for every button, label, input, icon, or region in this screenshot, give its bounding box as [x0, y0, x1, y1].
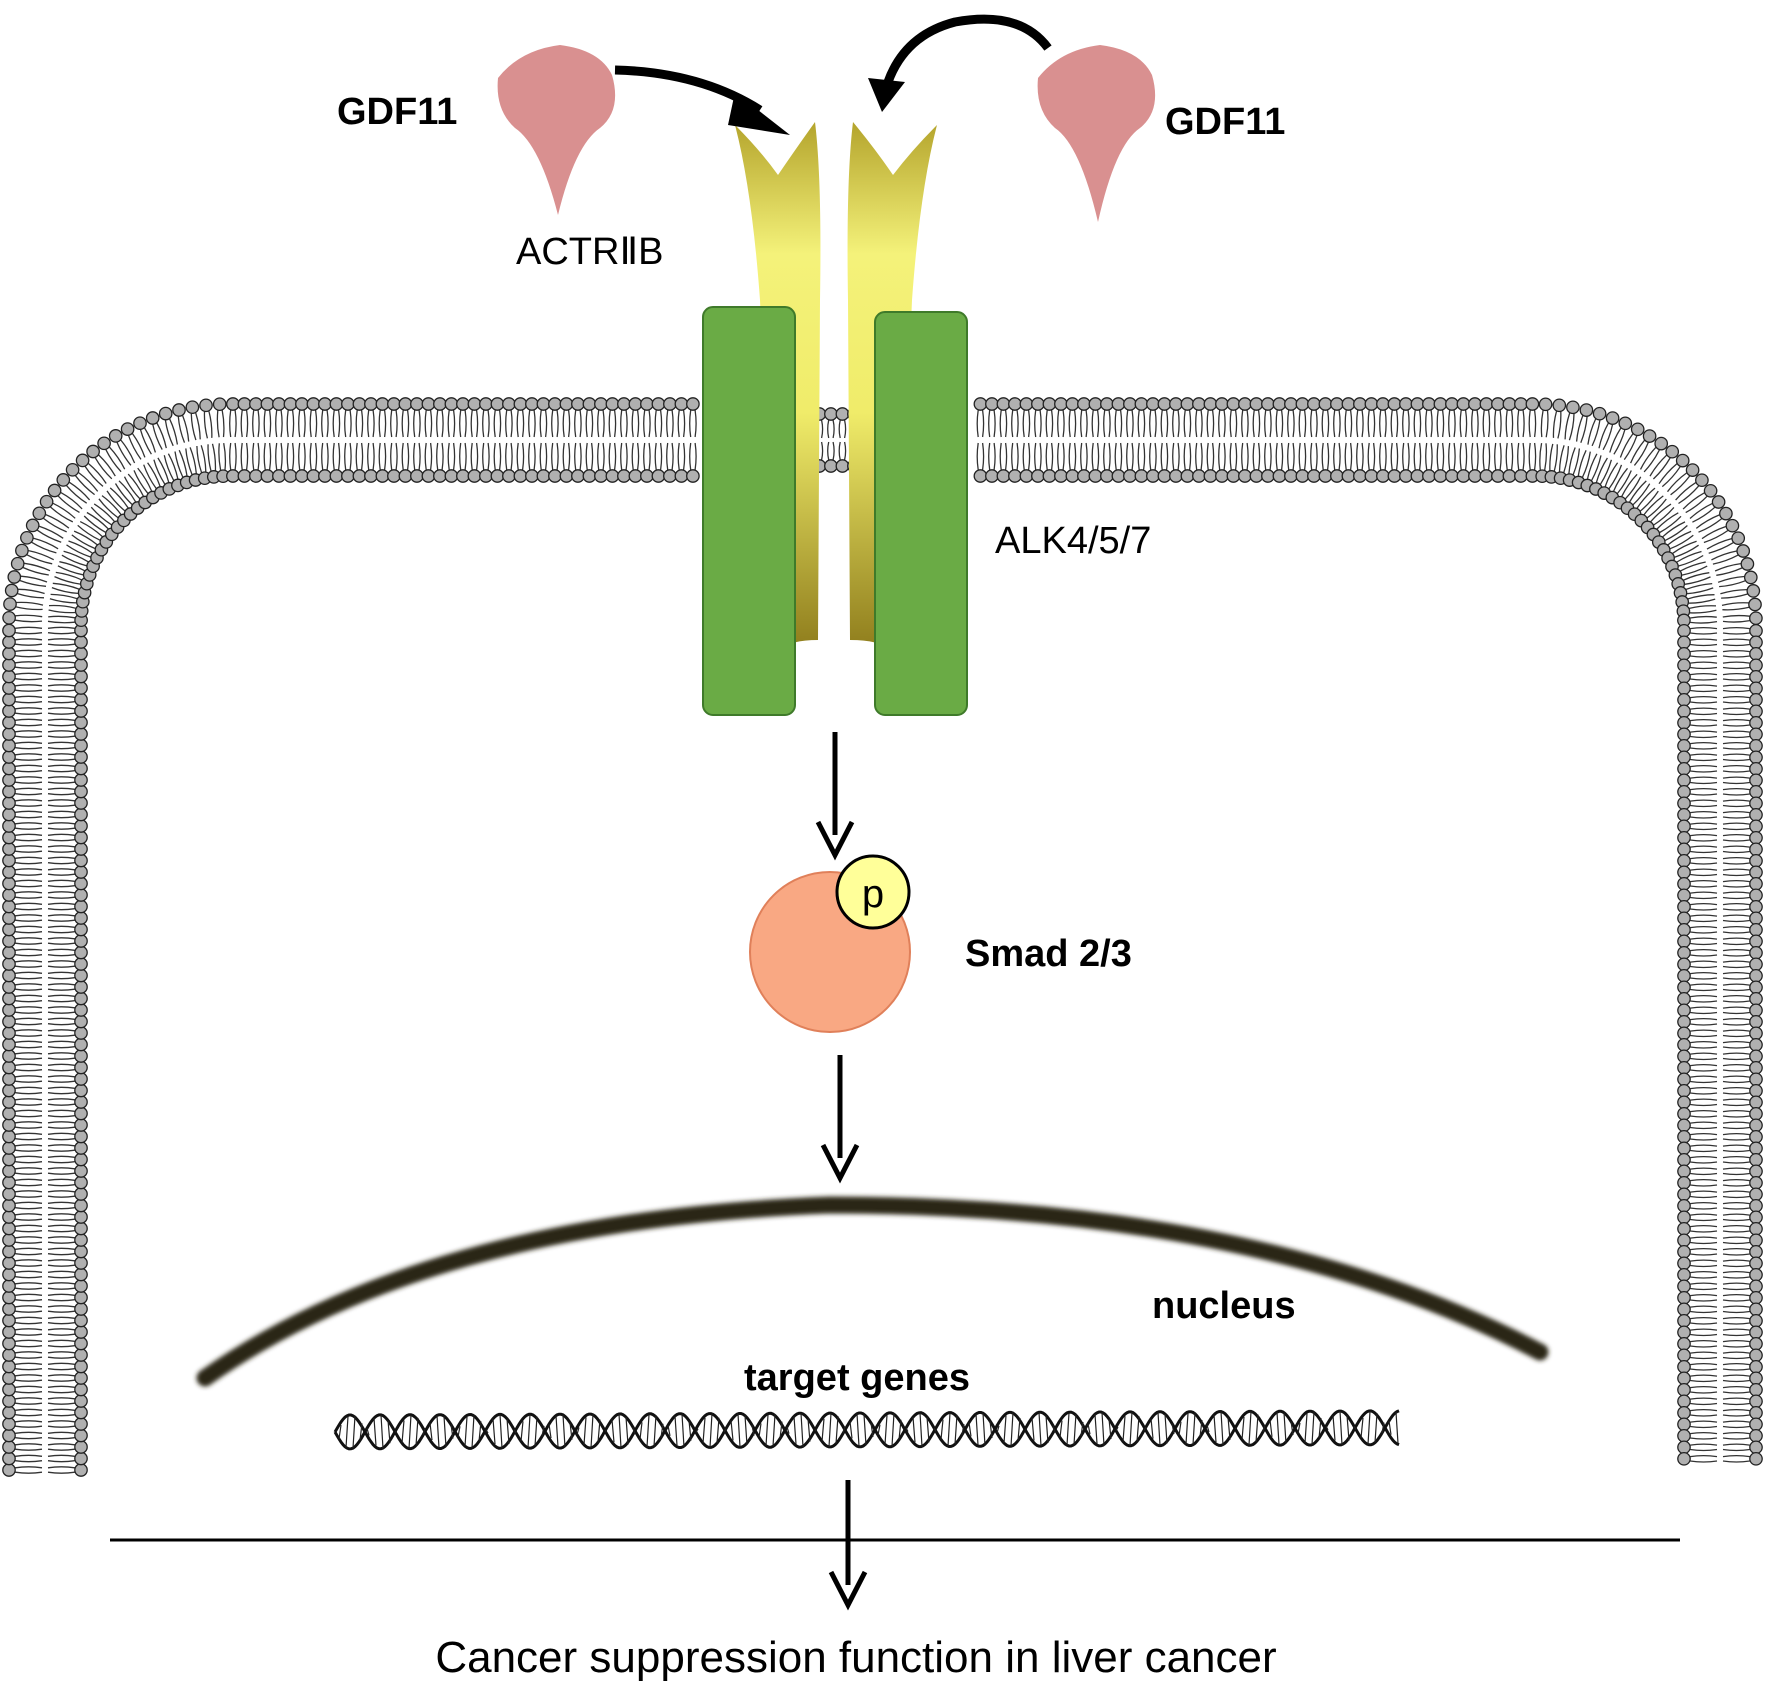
smad-label: Smad 2/3 [965, 933, 1132, 975]
ligand-cone-icon [1037, 45, 1156, 222]
alk-label: ALK4/5/7 [995, 520, 1151, 562]
binding-arrow-left-head [728, 92, 790, 135]
phosphate-group [835, 854, 911, 930]
gdf11-ligand-left [497, 45, 616, 215]
alk-receptor [702, 306, 968, 716]
target-genes-label: target genes [744, 1357, 970, 1399]
nucleus-label: nucleus [1152, 1285, 1296, 1327]
dna-strand-b [333, 1409, 1400, 1451]
binding-arrow-right-head [868, 78, 905, 112]
alk-left-subunit [702, 306, 796, 716]
gdf11-label-right: GDF11 [1165, 101, 1285, 143]
cell-membrane [2, 397, 1763, 1477]
ligand-cone-icon [497, 45, 616, 215]
alk-right-subunit [874, 311, 968, 716]
dna-base-pairs [338, 1410, 1399, 1449]
nucleus-envelope [196, 1196, 1549, 1387]
dna-helix-icon [333, 1409, 1400, 1451]
phospho-label: p [862, 872, 884, 916]
gdf11-ligand-right [1037, 45, 1156, 222]
outcome-label: Cancer suppression function in liver can… [435, 1633, 1276, 1682]
dna-strand-a [333, 1409, 1400, 1451]
actriib-label: ACTRⅡB [516, 231, 664, 273]
lipid-tails [15, 410, 1750, 1474]
arrowhead [828, 1570, 868, 1611]
lipid-heads [2, 397, 1763, 1477]
arrowhead [815, 820, 855, 861]
arrowhead [820, 1143, 860, 1184]
gdf11-label-left: GDF11 [337, 91, 457, 133]
binding-arrow-right [883, 14, 1052, 84]
